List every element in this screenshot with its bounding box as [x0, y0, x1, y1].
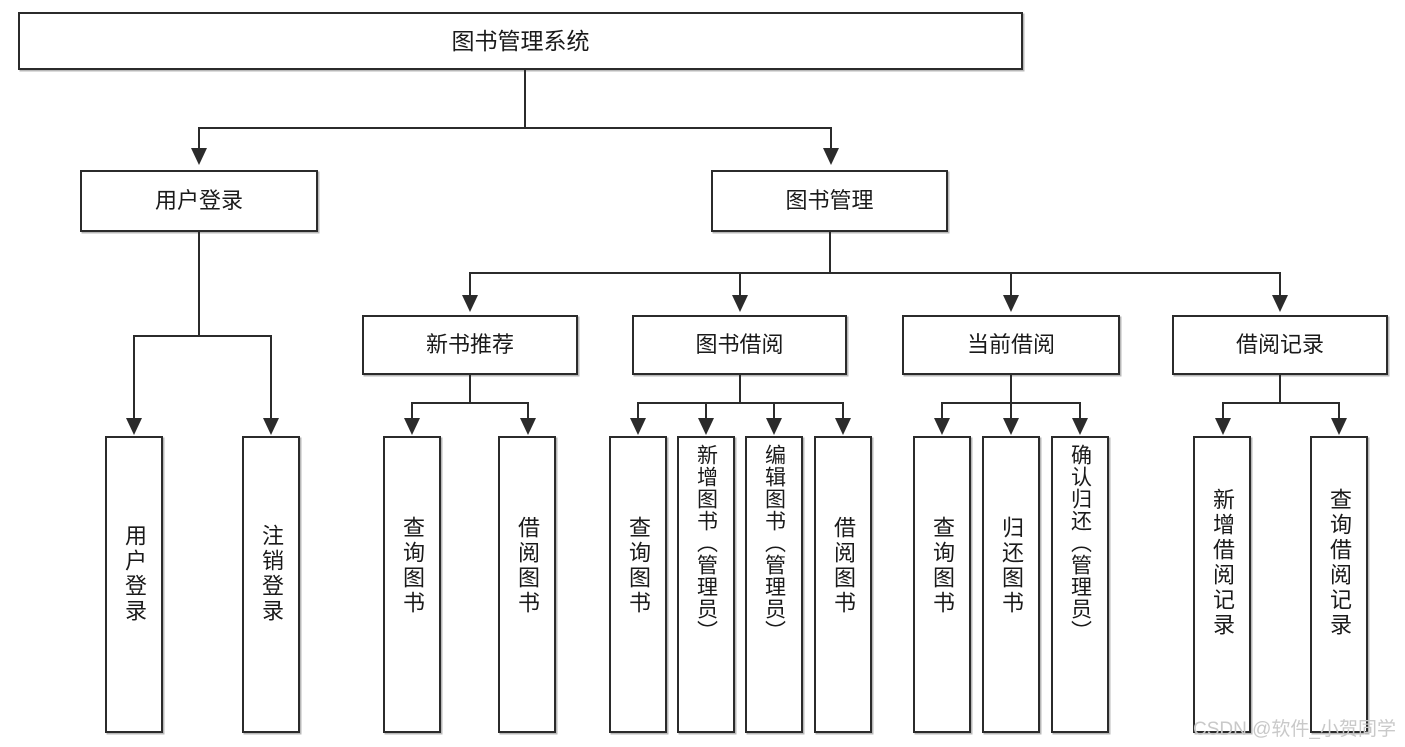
connector-book-borrow-to-leaf-3	[773, 402, 775, 419]
leaf-current-borrow-return-book[interactable]: 归还图书	[982, 436, 1040, 733]
connector-current-borrow-stem	[1010, 375, 1012, 403]
arrowhead-current-borrow-leaf-3	[1072, 418, 1088, 435]
node-label: 图书借阅	[695, 332, 784, 358]
connector-to-new-book	[469, 272, 471, 296]
connector-root-to-book-manage	[830, 127, 832, 149]
connector-book-borrow-bus	[637, 402, 843, 404]
node-label: 借阅记录	[1235, 332, 1324, 358]
leaf-book-borrow-add-book-admin[interactable]: 新增图书（管理员）	[677, 436, 735, 733]
connector-borrow-records-stem	[1279, 375, 1281, 403]
node-label: 用户登录	[154, 188, 243, 214]
connector-root-to-user-login	[198, 127, 200, 149]
arrowhead-new-book-leaf-1	[404, 418, 420, 435]
leaf-user-login-logout[interactable]: 注销登录	[242, 436, 300, 733]
connector-to-current-borrow	[1010, 272, 1012, 296]
node-label: 查询借阅记录	[1327, 488, 1352, 638]
node-label: 用户登录	[122, 524, 147, 624]
node-current-borrow[interactable]: 当前借阅	[902, 315, 1120, 375]
node-label: 编辑图书（管理员）	[762, 444, 786, 642]
connector-current-borrow-to-leaf-2	[1010, 402, 1012, 419]
leaf-new-book-borrow-book[interactable]: 借阅图书	[498, 436, 556, 733]
connector-current-borrow-to-leaf-1	[941, 402, 943, 419]
node-label: 图书管理系统	[451, 27, 590, 54]
leaf-current-borrow-confirm-return-admin[interactable]: 确认归还（管理员）	[1051, 436, 1109, 733]
arrowhead-user-login-leaf-2	[263, 418, 279, 435]
connector-borrow-records-to-leaf-2	[1338, 402, 1340, 419]
leaf-book-borrow-query-book[interactable]: 查询图书	[609, 436, 667, 733]
node-label: 查询图书	[930, 516, 955, 616]
arrowhead-current-borrow-leaf-2	[1003, 418, 1019, 435]
arrowhead-new-book-leaf-2	[520, 418, 536, 435]
node-label: 确认归还（管理员）	[1068, 444, 1092, 642]
connector-new-book-stem	[469, 375, 471, 403]
node-book-borrow[interactable]: 图书借阅	[632, 315, 847, 375]
arrowhead-book-borrow-leaf-1	[630, 418, 646, 435]
connector-level3-bus	[469, 272, 1280, 274]
node-borrow-records[interactable]: 借阅记录	[1172, 315, 1388, 375]
arrowhead-book-borrow-leaf-3	[766, 418, 782, 435]
node-user-login[interactable]: 用户登录	[80, 170, 318, 232]
connector-root-stem	[524, 70, 526, 128]
arrowhead-current-borrow-leaf-1	[934, 418, 950, 435]
node-label: 归还图书	[999, 516, 1024, 616]
node-label: 查询图书	[626, 516, 651, 616]
node-root-system[interactable]: 图书管理系统	[18, 12, 1023, 70]
connector-book-borrow-to-leaf-2	[705, 402, 707, 419]
node-label: 借阅图书	[831, 516, 856, 616]
connector-borrow-records-bus	[1222, 402, 1339, 404]
arrowhead-to-book-borrow	[732, 295, 748, 312]
arrowhead-to-user-login	[191, 148, 207, 165]
leaf-current-borrow-query-book[interactable]: 查询图书	[913, 436, 971, 733]
connector-to-borrow-records	[1279, 272, 1281, 296]
connector-user-login-to-leaf-1	[133, 335, 135, 419]
node-label: 新增图书（管理员）	[694, 444, 718, 642]
leaf-new-book-query-book[interactable]: 查询图书	[383, 436, 441, 733]
node-label: 当前借阅	[966, 332, 1055, 358]
node-label: 借阅图书	[515, 516, 540, 616]
connector-book-borrow-to-leaf-1	[637, 402, 639, 419]
connector-new-book-to-leaf-1	[411, 402, 413, 419]
arrowhead-borrow-records-leaf-1	[1215, 418, 1231, 435]
leaf-book-borrow-borrow-book[interactable]: 借阅图书	[814, 436, 872, 733]
node-book-management[interactable]: 图书管理	[711, 170, 948, 232]
connector-user-login-stem	[198, 232, 200, 336]
arrowhead-book-borrow-leaf-2	[698, 418, 714, 435]
node-label: 新增借阅记录	[1210, 488, 1235, 638]
connector-book-borrow-stem	[739, 375, 741, 403]
arrowhead-borrow-records-leaf-2	[1331, 418, 1347, 435]
leaf-book-borrow-edit-book-admin[interactable]: 编辑图书（管理员）	[745, 436, 803, 733]
arrowhead-to-current-borrow	[1003, 295, 1019, 312]
arrowhead-to-book-manage	[823, 148, 839, 165]
arrowhead-user-login-leaf-1	[126, 418, 142, 435]
connector-book-manage-stem	[829, 232, 831, 273]
leaf-borrow-records-query-record[interactable]: 查询借阅记录	[1310, 436, 1368, 733]
arrowhead-to-new-book	[462, 295, 478, 312]
connector-book-borrow-to-leaf-4	[842, 402, 844, 419]
connector-root-bus	[198, 127, 832, 129]
connector-borrow-records-to-leaf-1	[1222, 402, 1224, 419]
connector-to-book-borrow	[739, 272, 741, 296]
connector-new-book-bus	[411, 402, 528, 404]
connector-new-book-to-leaf-2	[527, 402, 529, 419]
leaf-borrow-records-add-record[interactable]: 新增借阅记录	[1193, 436, 1251, 733]
arrowhead-book-borrow-leaf-4	[835, 418, 851, 435]
node-new-book-recommend[interactable]: 新书推荐	[362, 315, 578, 375]
connector-current-borrow-to-leaf-3	[1079, 402, 1081, 419]
connector-user-login-bus	[133, 335, 271, 337]
arrowhead-to-borrow-records	[1272, 295, 1288, 312]
connector-user-login-to-leaf-2	[270, 335, 272, 419]
node-label: 查询图书	[400, 516, 425, 616]
node-label: 新书推荐	[425, 332, 514, 358]
leaf-user-login-login[interactable]: 用户登录	[105, 436, 163, 733]
node-label: 注销登录	[259, 524, 284, 624]
node-label: 图书管理	[785, 188, 874, 214]
